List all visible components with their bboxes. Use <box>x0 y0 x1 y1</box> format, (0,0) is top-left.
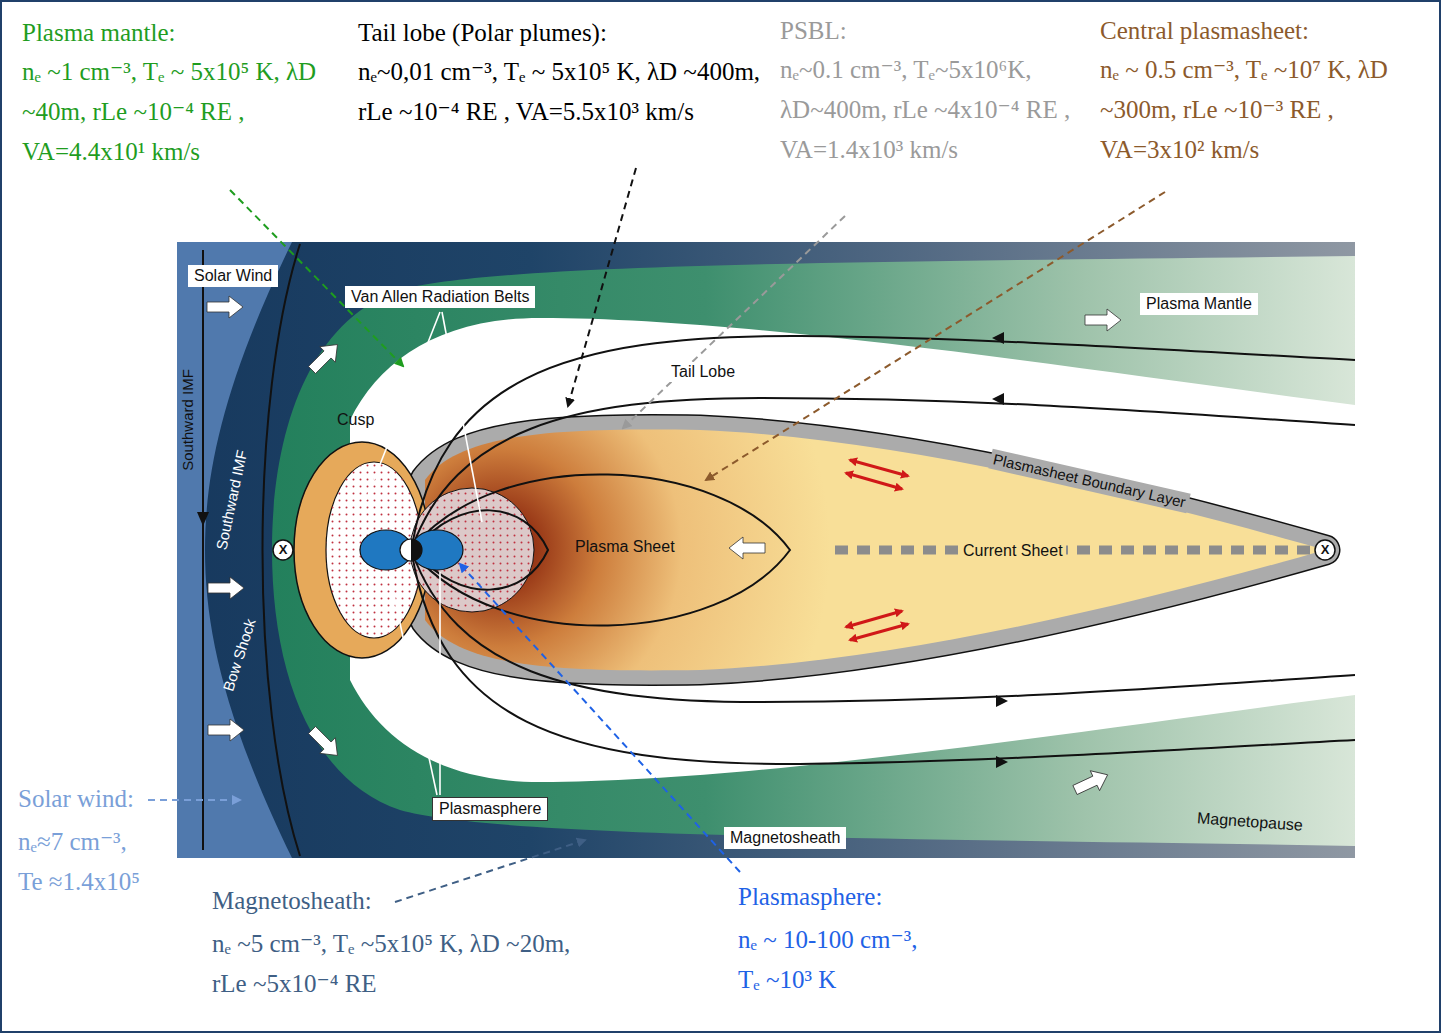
region-label: Cusp <box>334 410 377 430</box>
lobe-field-line <box>412 554 1355 764</box>
imf-line <box>202 250 204 850</box>
magnetosheath-region <box>177 242 1355 858</box>
arrowhead <box>996 756 1008 768</box>
region-label: Current Sheet <box>960 541 1066 561</box>
flow-arrow <box>1085 309 1121 331</box>
plasma-mantle-region <box>272 256 1355 846</box>
annotation-text: nₑ ~5 cm⁻³, Tₑ ~5x10⁵ K, λD ~20m, rLe ~5… <box>212 924 602 1004</box>
pointer-line <box>439 572 441 795</box>
region-label: Magnetopause <box>1194 808 1307 836</box>
double-arrow <box>846 611 902 627</box>
field-arrowheads <box>197 332 1008 768</box>
annotation-heading: Plasmasphere: <box>738 880 882 914</box>
annotation-text: nₑ~0.1 cm⁻³, Tₑ~5x10⁶K, λD~400m, rLe ~4x… <box>780 50 1085 170</box>
arrowhead <box>996 695 1008 707</box>
double-arrow <box>850 624 908 640</box>
dayside-plasma <box>294 442 430 658</box>
annotation-text: nₑ ~1 cm⁻³, Tₑ ~ 5x10⁵ K, λD ~40m, rLe ~… <box>22 52 357 172</box>
flow-arrow <box>207 296 243 318</box>
tail-lobe-region <box>350 318 1355 782</box>
flow-arrow <box>304 337 345 378</box>
plasmasphere-lobe <box>411 530 463 570</box>
region-label: Plasma Sheet <box>572 537 678 557</box>
annotation-heading: Plasma mantle: <box>22 16 175 50</box>
arrowhead <box>992 393 1004 405</box>
annotation-heading: Solar wind: <box>18 782 134 816</box>
draped-field-line <box>263 244 301 856</box>
x-line-mark: X <box>1321 543 1330 557</box>
arrowhead <box>992 332 1004 344</box>
annotation-heading: Magnetosheath: <box>212 884 372 918</box>
lobe-field-line <box>412 552 1355 702</box>
psbl-band <box>425 430 1325 671</box>
leader-line <box>148 799 240 801</box>
nightside-belt <box>410 488 534 612</box>
closed-field-line <box>414 474 790 625</box>
tag-pointers <box>366 312 482 795</box>
region-tag: Plasma Mantle <box>1140 293 1258 315</box>
leader-line <box>623 216 845 428</box>
double-arrow <box>850 460 908 476</box>
flow-arrows <box>207 296 1121 800</box>
earth <box>400 539 422 561</box>
flow-arrow <box>208 719 244 741</box>
region-label: Southward IMF <box>211 445 253 555</box>
region-tag: Van Allen Radiation Belts <box>345 286 535 308</box>
x-line-marker <box>1315 540 1335 560</box>
belt-particles <box>410 488 534 612</box>
region-tag: Solar Wind <box>188 265 278 287</box>
current-sheet <box>835 546 1316 555</box>
field-lines <box>203 244 1355 856</box>
leader-line <box>395 840 585 902</box>
pointer-line <box>389 572 437 795</box>
arrowhead <box>197 512 209 526</box>
flow-arrow <box>729 537 765 559</box>
annotation-text: nₑ~0,01 cm⁻³, Tₑ ~ 5x10⁵ K, λD ~400m, rL… <box>358 52 763 132</box>
region-label: Bow Shock <box>218 613 262 696</box>
region-tag: Magnetosheath <box>724 827 846 849</box>
plasma-sheet-region <box>425 430 1325 671</box>
flow-arrow <box>304 722 345 763</box>
annotation-text: nₑ ~ 0.5 cm⁻³, Tₑ ~10⁷ K, λD ~300m, rLe … <box>1100 50 1430 170</box>
leader-lines <box>148 168 1165 902</box>
flow-arrow <box>1070 765 1112 800</box>
lobe-field-line <box>412 398 1355 548</box>
x-line-marker <box>273 540 293 560</box>
region-tag: Plasmasphere <box>432 797 548 821</box>
belt-particles <box>326 462 422 638</box>
region-label: Tail Lobe <box>668 362 738 382</box>
annotation-heading: PSBL: <box>780 14 847 48</box>
annotation-text: nₑ ~ 10-100 cm⁻³, Tₑ ~10³ K <box>738 920 943 1000</box>
region-label: Plasmasheet Boundary Layer <box>988 449 1190 513</box>
leader-line <box>706 192 1165 480</box>
psbl-outline <box>425 430 1325 671</box>
pointer-line <box>442 312 482 522</box>
double-arrow <box>846 473 902 489</box>
leader-line <box>460 564 740 872</box>
annotation-text: nₑ≈7 cm⁻³, Te ≈1.4x10⁵ <box>18 822 152 902</box>
flow-arrow <box>208 577 244 599</box>
lobe-field-line <box>412 336 1355 546</box>
annotation-heading: Tail lobe (Polar plumes): <box>358 16 607 50</box>
earth-night-side <box>411 539 422 561</box>
x-line-mark: X <box>279 543 288 557</box>
dayside-belt <box>326 462 422 638</box>
annotation-heading: Central plasmasheet: <box>1100 14 1309 48</box>
psbl-flows <box>846 460 908 640</box>
solar-wind-region <box>177 242 292 858</box>
leader-line <box>568 168 636 406</box>
region-label: Southward IMF <box>178 366 198 474</box>
